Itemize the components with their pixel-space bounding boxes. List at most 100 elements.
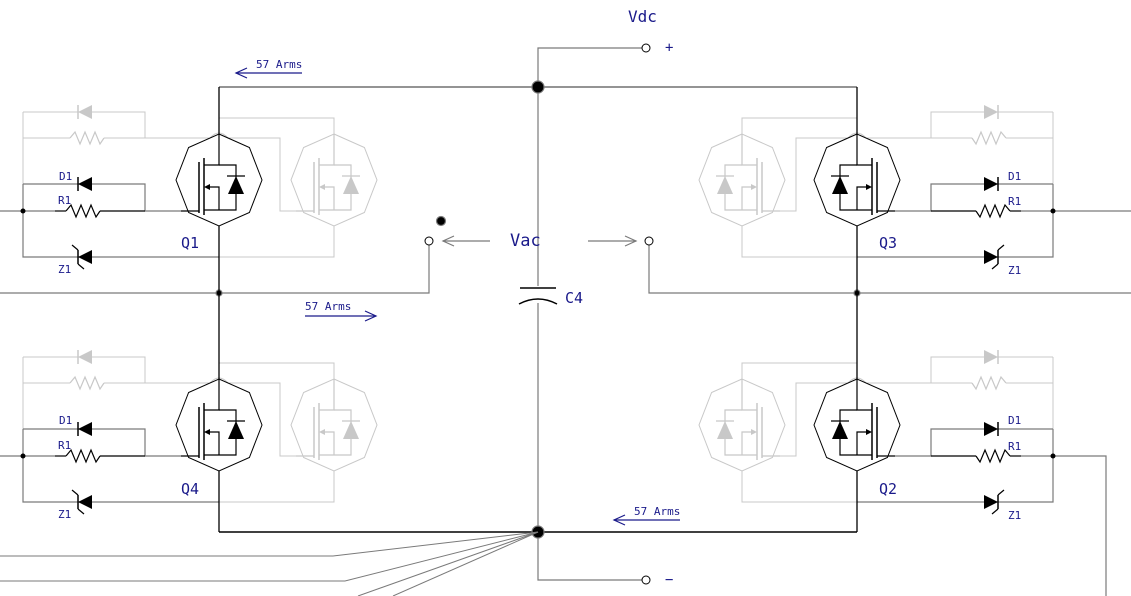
diode-triangle-icon (78, 495, 92, 509)
zener-tip (997, 244, 1005, 251)
fan-wire (357, 531, 539, 596)
source-lead (206, 186, 220, 210)
diode-triangle-icon (984, 250, 998, 264)
drain-lead (856, 134, 872, 166)
ghost-diode (984, 105, 999, 119)
drain-lead (204, 134, 220, 166)
mosfet-package-outline (813, 378, 901, 472)
ghost-resistor (971, 130, 1007, 146)
ghost-resistor (69, 130, 105, 146)
fan-wire (0, 531, 539, 582)
source-lead (741, 186, 755, 210)
source-lead (321, 431, 335, 455)
body-diode-icon (832, 176, 848, 194)
ghost-diode (77, 105, 92, 119)
q2-r1-label: R1 (1008, 440, 1021, 453)
q3-label: Q3 (879, 234, 897, 252)
gate-diode-wire (895, 183, 1053, 212)
zener-tip (77, 263, 85, 270)
q1-z1-label: Z1 (58, 263, 71, 276)
drain-lead (741, 134, 757, 166)
right-leg-output-wire (648, 245, 1131, 294)
current-label-bottom: 57 Arms (634, 505, 680, 518)
drain-lead (319, 379, 335, 411)
body-arrow-icon (751, 429, 757, 435)
gate-return-wire (857, 429, 1054, 503)
current-arrow-top (234, 67, 302, 79)
ghost-resistor (971, 375, 1007, 391)
ghost-gate-wire (209, 377, 296, 457)
q1-d1-label: D1 (59, 170, 72, 183)
vdc-plus-terminal (641, 43, 651, 53)
left-leg-output-wire (0, 245, 430, 294)
body-arrow-icon (204, 184, 210, 190)
q2-gate-input-wire (1053, 455, 1107, 596)
diode-triangle-icon (78, 422, 92, 436)
zener-tip (71, 489, 79, 496)
switch-cell-q4 (20, 293, 378, 532)
body-diode-icon (832, 421, 848, 439)
source-lead (856, 431, 870, 455)
drain-lead (319, 134, 335, 166)
body-arrow-icon (751, 184, 757, 190)
mosfet-package-outline (175, 133, 263, 227)
body-diode-icon (228, 421, 244, 439)
zener-tip (77, 508, 85, 515)
ghost-wire (930, 356, 1053, 383)
gate-node-dot (1050, 453, 1056, 459)
zener-diode-icon (984, 244, 1005, 270)
body-diode-icon (228, 176, 244, 194)
diode-triangle-icon (984, 350, 998, 364)
mosfet-package-outline (175, 378, 263, 472)
gate-resistor-icon (975, 203, 1011, 219)
source-lead (856, 186, 870, 210)
current-arrow-bottom (612, 514, 680, 526)
vdc-minus-wire (537, 532, 642, 581)
vac-arrow-left (441, 235, 490, 247)
gate-diode-icon (984, 422, 999, 436)
ghost-gate-wire (780, 377, 867, 457)
capacitor-plate-bottom (518, 298, 558, 305)
vdc-minus-terminal (641, 575, 651, 585)
ghost-gate-wire (780, 132, 867, 212)
ghost-diode (77, 350, 92, 364)
diode-triangle-icon (984, 422, 998, 436)
gate-diode-wire (895, 428, 1053, 457)
ghost-mosfet (290, 378, 378, 472)
mosfet-q2 (813, 378, 901, 472)
mosfet-package-outline (290, 133, 378, 227)
current-label-top: 57 Arms (256, 58, 302, 71)
q4-z1-label: Z1 (58, 508, 71, 521)
body-diode-icon (717, 421, 733, 439)
diode-triangle-icon (78, 105, 92, 119)
diode-triangle-icon (984, 105, 998, 119)
gate-resistor-icon (65, 203, 101, 219)
q1-r1-label: R1 (58, 194, 71, 207)
vdc-plus-wire (537, 47, 642, 87)
arrow-head (364, 310, 378, 322)
gate-diode-icon (77, 177, 92, 191)
vac-left-terminal (424, 236, 434, 246)
mosfet-package-outline (813, 133, 901, 227)
gate-diode-wire (23, 183, 181, 212)
zener-tip (991, 263, 999, 270)
body-diode-icon (343, 421, 359, 439)
ghost-source-wire (741, 226, 857, 258)
q2-z1-label: Z1 (1008, 509, 1021, 522)
ghost-wire (930, 111, 1053, 138)
ghost-mosfet (698, 133, 786, 227)
drain-lead (204, 379, 220, 411)
ghost-drain-wire (219, 362, 335, 379)
current-arrow-middle (305, 310, 378, 322)
arrow-head (234, 67, 248, 79)
q4-r1-label: R1 (58, 439, 71, 452)
body-arrow-icon (866, 429, 872, 435)
gate-diode-icon (984, 177, 999, 191)
ghost-drain-wire (219, 117, 335, 134)
vdc-minus-label: − (665, 572, 673, 588)
source-lead (206, 431, 220, 455)
ghost-source-wire (219, 471, 335, 503)
vac-label: Vac (510, 231, 541, 251)
diode-triangle-icon (78, 177, 92, 191)
